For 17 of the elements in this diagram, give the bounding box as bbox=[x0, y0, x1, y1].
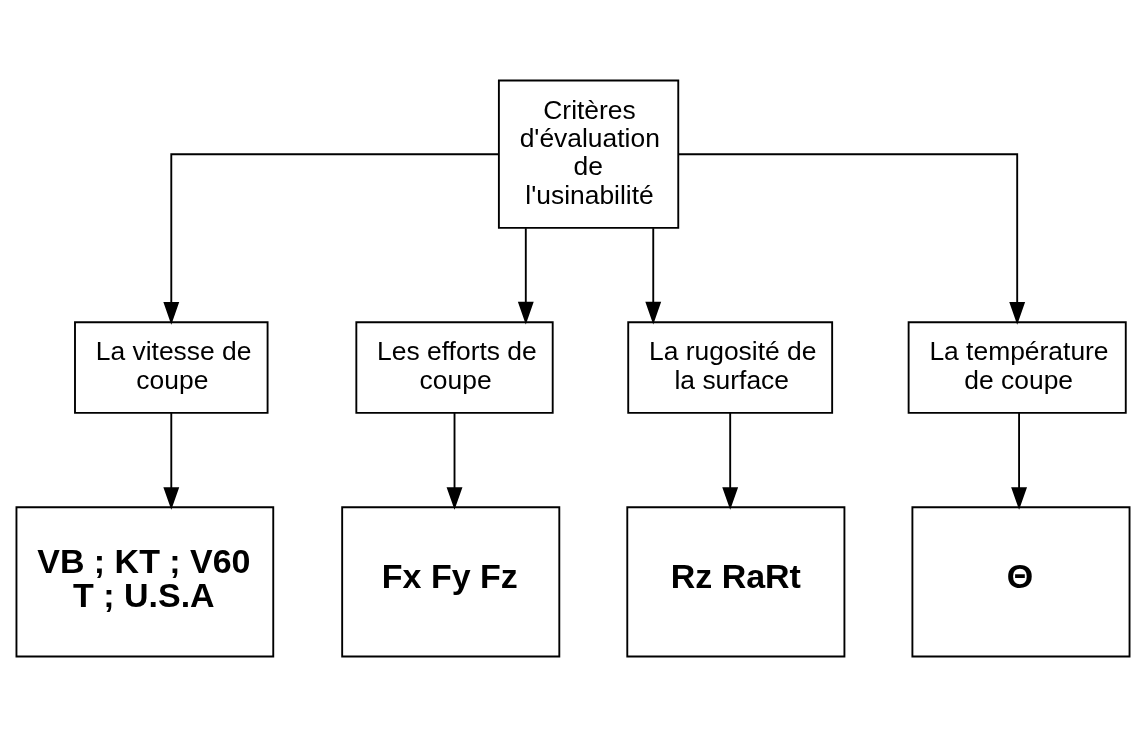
arrow bbox=[645, 226, 662, 324]
arrow bbox=[517, 226, 534, 324]
node-box: La température de coupe bbox=[907, 320, 1127, 414]
node-box: La vitesse de coupe bbox=[74, 320, 269, 414]
node-box: Fx Fy Fz bbox=[341, 505, 561, 657]
arrow bbox=[1011, 411, 1028, 510]
arrow bbox=[163, 411, 180, 510]
arrow bbox=[163, 152, 500, 325]
node-box: Rz RaRt bbox=[626, 505, 846, 657]
node-box: La rugosité de la surface bbox=[627, 320, 834, 414]
arrow bbox=[446, 411, 463, 510]
arrow bbox=[677, 152, 1026, 325]
node-box: Les efforts de coupe bbox=[355, 320, 554, 414]
node-box: Critères d'évaluation de l'usinabilité bbox=[497, 79, 680, 229]
node-box: Θ bbox=[911, 505, 1131, 657]
node-box: VB ; KT ; V60 T ; U.S.A bbox=[15, 505, 275, 657]
arrow bbox=[722, 411, 739, 510]
